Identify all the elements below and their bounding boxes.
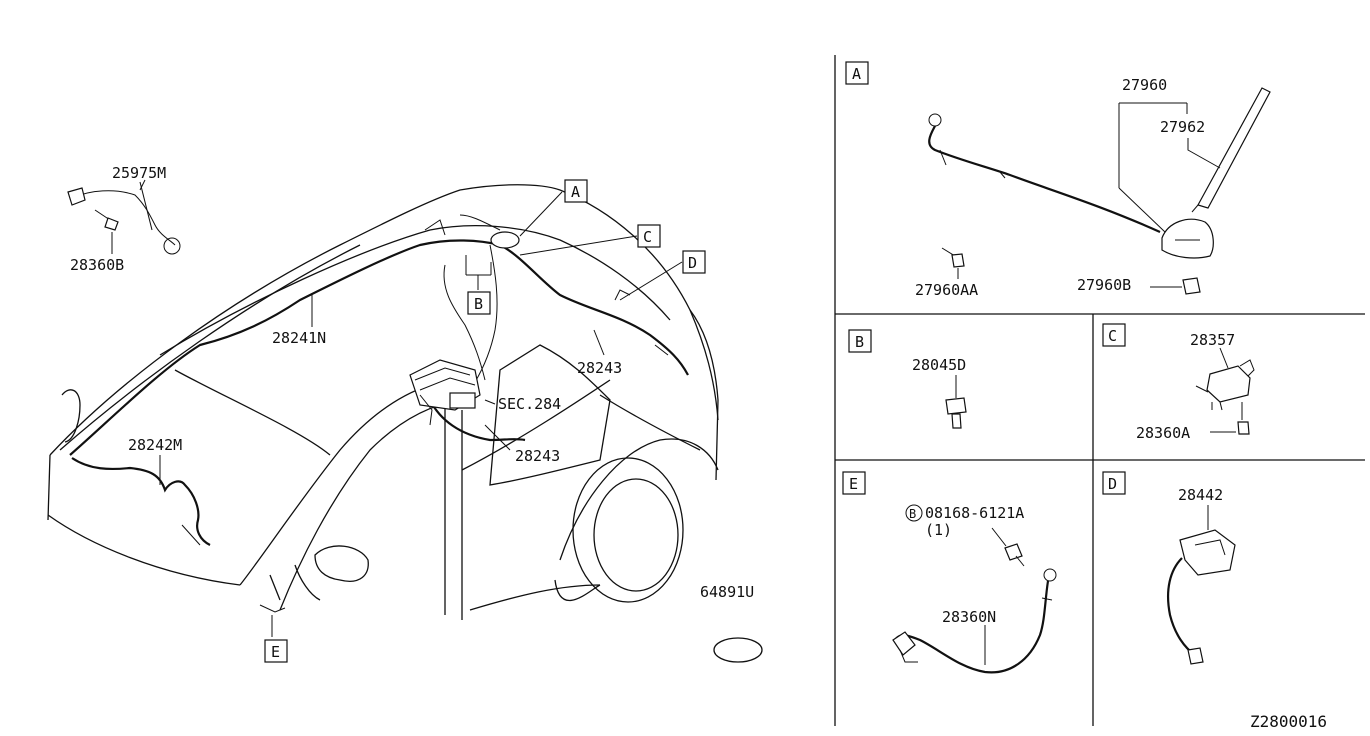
roof-antenna-small [459, 214, 520, 249]
label-28045d[interactable]: 28045D [912, 356, 966, 374]
label-27960b[interactable]: 27960B [1077, 276, 1131, 294]
harness-drop-to-module [443, 244, 498, 391]
panel-c-label: C [1108, 327, 1117, 345]
label-28360n[interactable]: 28360N [942, 608, 996, 626]
callout-box-e[interactable]: E [264, 639, 288, 663]
callout-label-b: B [474, 295, 483, 313]
harness-28242m [71, 457, 211, 546]
label-27962[interactable]: 27962 [1160, 118, 1205, 136]
panel-a-tag: A [845, 61, 869, 85]
callout-box-d[interactable]: D [682, 250, 706, 274]
bolt-08168-drawing [991, 527, 1025, 567]
panel-d-label: D [1108, 475, 1117, 493]
label-28360b[interactable]: 28360B [70, 256, 124, 274]
label-08168-6121a[interactable]: 08168-6121A [925, 504, 1024, 522]
antenna-cable-drawing [928, 113, 1161, 234]
callout-box-a[interactable]: A [564, 179, 588, 203]
harness-e-connector [259, 604, 286, 613]
antenna-base-27960-drawing [1161, 218, 1214, 259]
label-64891u[interactable]: 64891U [700, 583, 754, 601]
label-27960[interactable]: 27960 [1122, 76, 1167, 94]
panel-b-label: B [855, 333, 864, 351]
callout-label-e: E [271, 643, 280, 661]
label-28243-lower[interactable]: 28243 [515, 447, 560, 465]
label-28242m[interactable]: 28242M [128, 436, 182, 454]
screw-28360a-drawing [1210, 402, 1250, 435]
label-sec284[interactable]: SEC.284 [498, 395, 561, 413]
leader-lines-left [111, 181, 683, 637]
audio-module-drawing [409, 359, 481, 426]
label-28243-upper[interactable]: 28243 [577, 359, 622, 377]
harness-28243-lower [429, 399, 526, 442]
bolt-28045d-drawing [945, 375, 967, 429]
panel-e-label: E [849, 475, 858, 493]
harness-28442-drawing [1166, 505, 1236, 665]
panel-c-tag: C [1102, 323, 1126, 347]
screw-27960aa-drawing [941, 247, 965, 268]
harness-28243-upper [499, 244, 689, 376]
label-27960aa[interactable]: 27960AA [915, 281, 978, 299]
part-28360b-drawing [94, 209, 119, 231]
label-28360a[interactable]: 28360A [1136, 424, 1190, 442]
panel-grid-lines [834, 55, 1365, 726]
figure-code: Z2800016 [1250, 712, 1327, 731]
label-28241n[interactable]: 28241N [272, 329, 326, 347]
circled-b-letter: B [909, 507, 916, 521]
part-64891u-drawing [713, 637, 763, 663]
ground-strap-28360n-drawing [892, 568, 1057, 674]
roof-harness-28241n [69, 219, 501, 456]
label-08168-qty: (1) [925, 521, 952, 539]
label-28442[interactable]: 28442 [1178, 486, 1223, 504]
circled-b-icon: B [905, 504, 923, 522]
callout-box-b[interactable]: B [467, 291, 491, 315]
label-25975m[interactable]: 25975M [112, 164, 166, 182]
antenna-rod-27962-drawing [1191, 87, 1271, 213]
panel-a-leaders [957, 102, 1221, 288]
callout-box-c[interactable]: C [637, 224, 661, 248]
callout-label-d: D [688, 254, 697, 272]
panel-e-tag: E [842, 471, 866, 495]
car-body-drawing [47, 184, 719, 620]
part-25975m-drawing [67, 179, 181, 255]
panel-d-tag: D [1102, 471, 1126, 495]
module-28357-drawing [1195, 347, 1255, 411]
panel-b-tag: B [848, 329, 872, 353]
label-28357[interactable]: 28357 [1190, 331, 1235, 349]
callout-label-a: A [571, 183, 580, 201]
nut-27960b-drawing [1182, 277, 1201, 295]
panel-a-label: A [852, 65, 861, 83]
callout-label-c: C [643, 228, 652, 246]
